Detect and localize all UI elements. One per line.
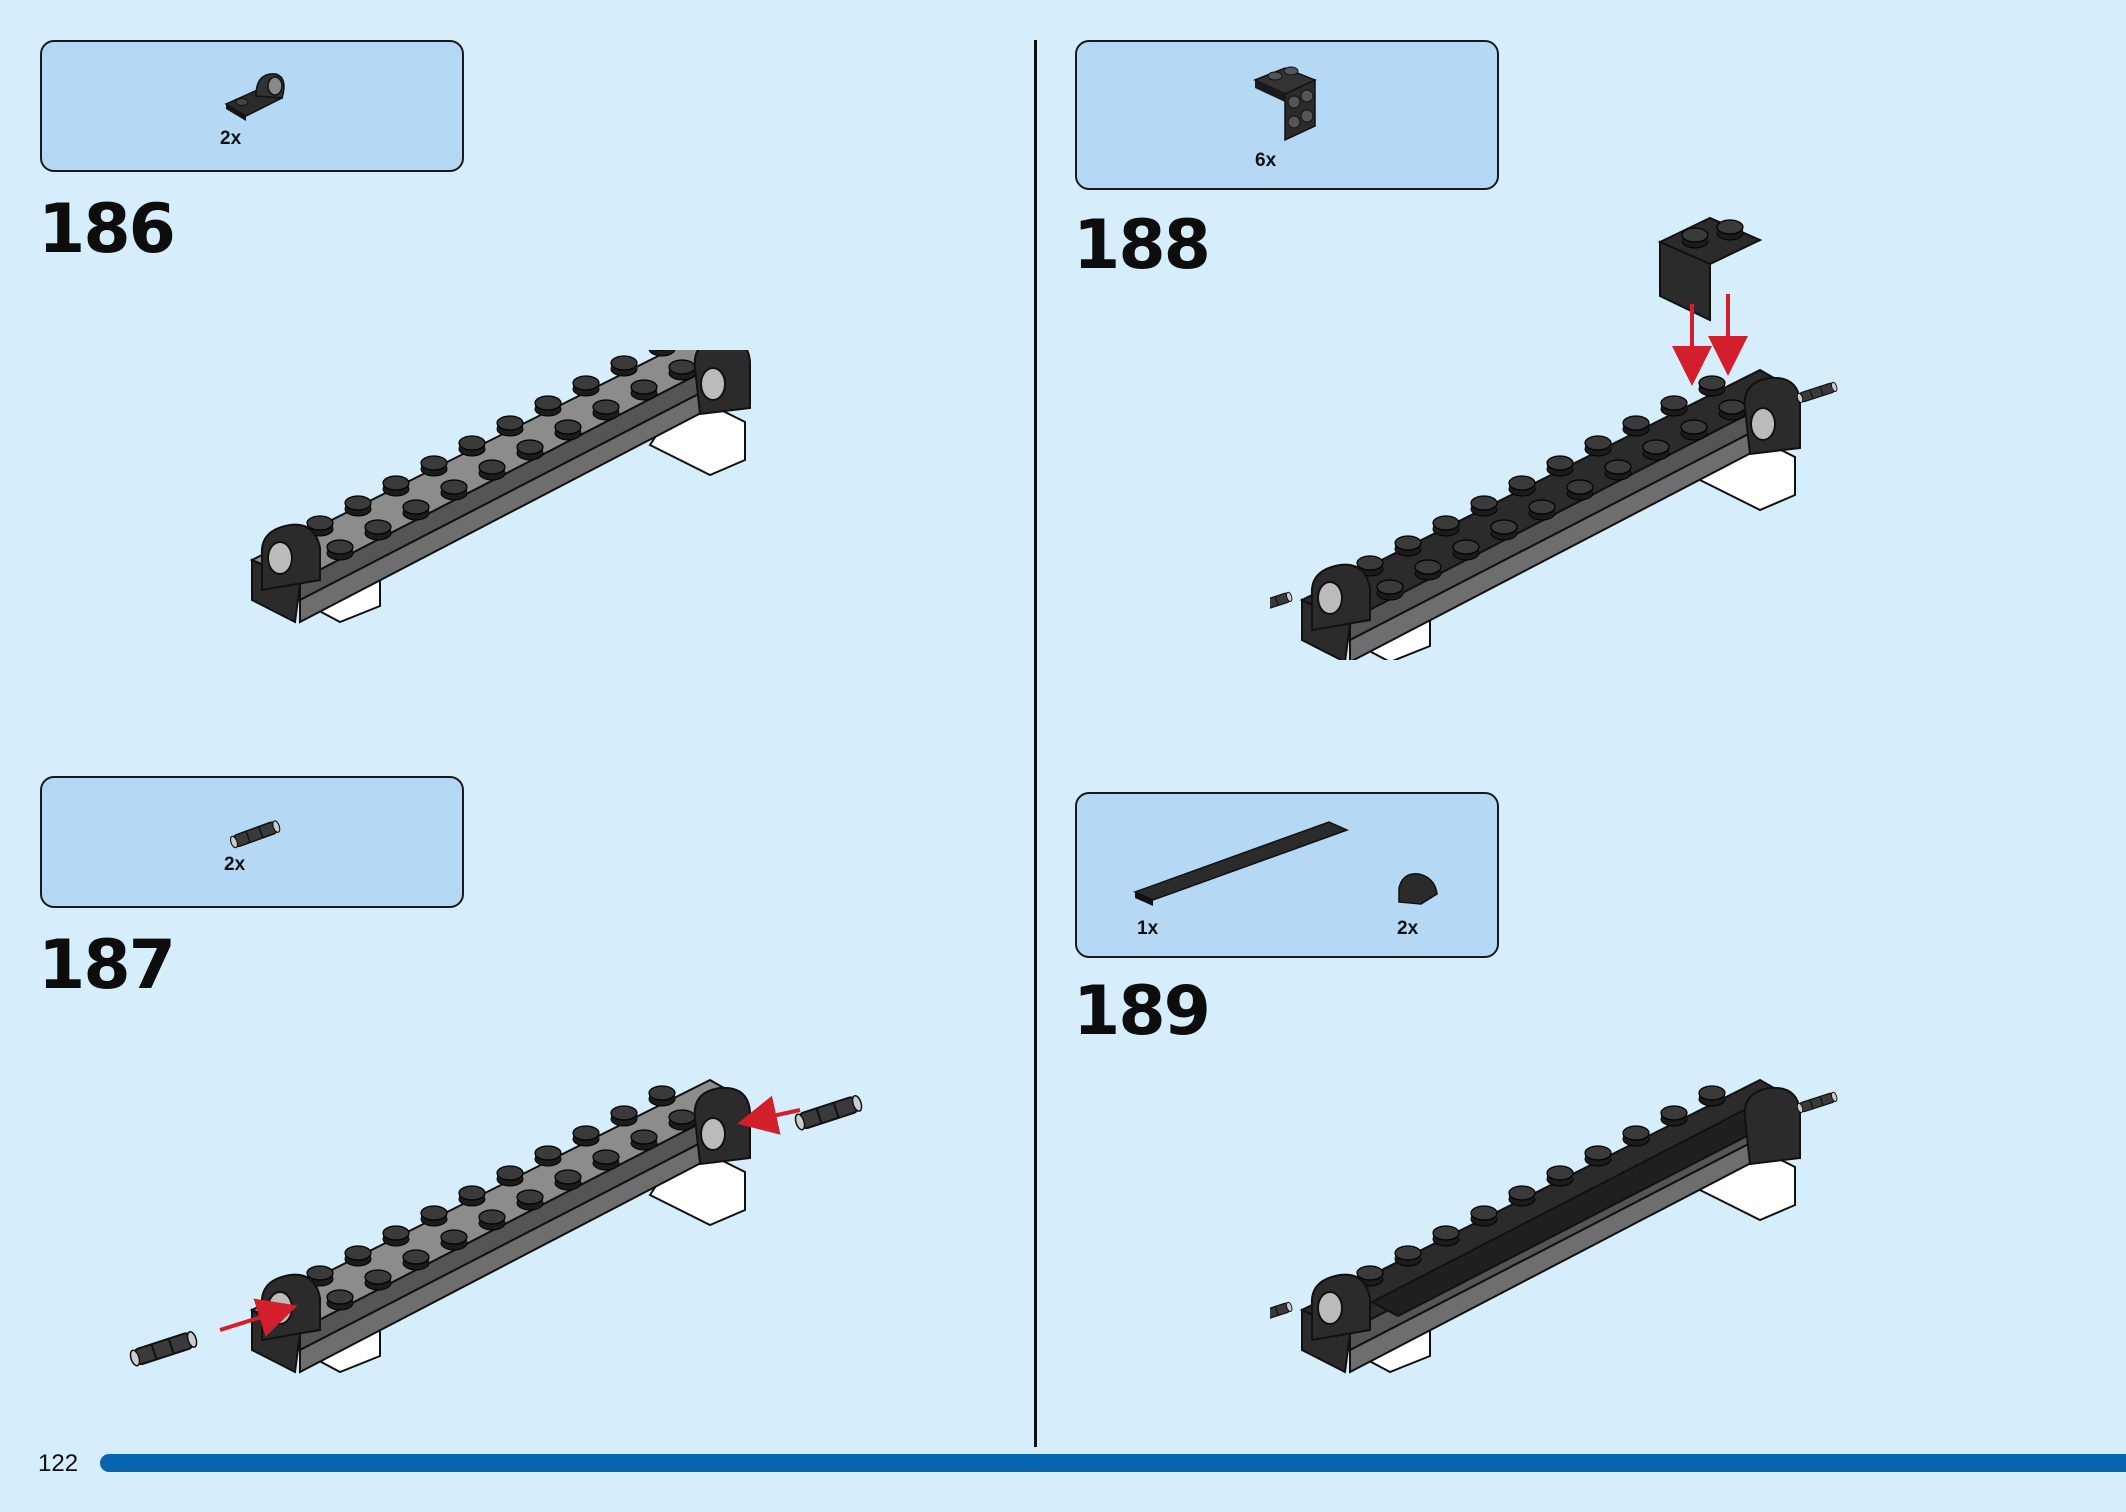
parts-callout-186: 2x [40,40,464,172]
step-number: 188 [1073,206,1211,285]
insert-arrow-right [737,1095,801,1135]
plate-with-pin-hole-icon [224,73,285,121]
insert-arrow-left [219,1298,298,1337]
long-tile-icon [1133,821,1350,906]
step-number: 186 [38,190,176,269]
step-number: 189 [1073,972,1211,1051]
long-tile-icon [1369,1104,1781,1318]
bracket-2x2-icon [1657,216,1763,322]
part-quantity: 2x [220,128,242,149]
part-quantity: 1x [1137,918,1159,939]
page-divider [1034,40,1037,1447]
part-quantity: 2x [224,854,246,875]
parts-callout-187: 2x [40,776,464,908]
page-number: 122 [38,1450,79,1477]
step-number: 187 [38,926,176,1005]
parts-callout-189: 1x 2x [1075,792,1499,958]
technic-pin-icon [228,819,282,850]
step-188-model-illustration [1270,216,1839,660]
curved-slope-icon [1398,873,1438,905]
progress-bar [100,1454,2126,1472]
step-187-model-illustration [127,1078,865,1374]
technic-pin-icon [127,1329,200,1368]
parts-callout-188: 6x [1075,40,1499,190]
technic-pin-icon [792,1093,865,1132]
part-quantity: 2x [1397,918,1419,939]
part-quantity: 6x [1255,150,1277,171]
bracket-2x2-icon [1253,66,1317,142]
step-186-model-illustration [249,350,751,624]
step-189-model-illustration [1270,1078,1839,1374]
